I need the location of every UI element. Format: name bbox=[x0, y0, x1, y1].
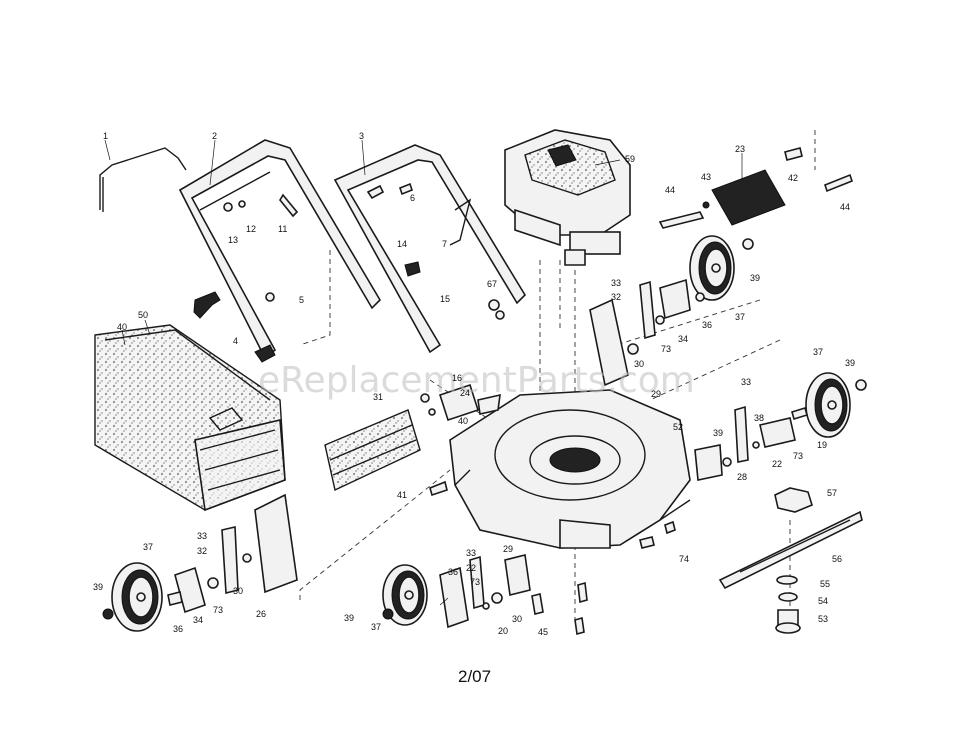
label-59: 59 bbox=[625, 154, 635, 164]
label-36-center: 36 bbox=[448, 567, 458, 577]
label-74: 74 bbox=[679, 554, 689, 564]
label-39-right: 39 bbox=[845, 358, 855, 368]
handle-hardware bbox=[193, 182, 505, 363]
label-31: 31 bbox=[373, 392, 383, 402]
label-4: 4 bbox=[233, 336, 238, 346]
label-32-upper: 32 bbox=[611, 292, 621, 302]
label-37-upper: 37 bbox=[735, 312, 745, 322]
label-36-left: 36 bbox=[173, 624, 183, 634]
label-19: 19 bbox=[817, 440, 827, 450]
wheel-top-right bbox=[689, 235, 735, 301]
label-34-upper: 34 bbox=[678, 334, 688, 344]
label-1: 1 bbox=[103, 131, 108, 141]
label-44-left: 44 bbox=[665, 185, 675, 195]
label-40: 40 bbox=[117, 322, 127, 332]
label-34-left: 34 bbox=[193, 615, 203, 625]
label-45: 45 bbox=[538, 627, 548, 637]
label-3: 3 bbox=[359, 131, 364, 141]
label-30-upper: 30 bbox=[634, 359, 644, 369]
discharge-chute bbox=[324, 409, 421, 492]
label-39-top: 39 bbox=[750, 273, 760, 283]
wheel-bottom-center bbox=[382, 564, 428, 626]
label-15: 15 bbox=[440, 294, 450, 304]
label-55: 55 bbox=[820, 579, 830, 589]
label-43: 43 bbox=[701, 172, 711, 182]
baffle-23 bbox=[658, 147, 853, 229]
label-33-left: 33 bbox=[197, 531, 207, 541]
callout-leaders bbox=[104, 139, 743, 606]
label-39-center: 39 bbox=[344, 613, 354, 623]
label-33-upper: 33 bbox=[611, 278, 621, 288]
label-32-left: 32 bbox=[197, 546, 207, 556]
label-56: 56 bbox=[832, 554, 842, 564]
label-36-upper: 36 bbox=[702, 320, 712, 330]
blade-assembly bbox=[718, 487, 863, 634]
label-30-left: 30 bbox=[233, 586, 243, 596]
lower-handle bbox=[333, 144, 527, 354]
label-73-left: 73 bbox=[213, 605, 223, 615]
label-6: 6 bbox=[410, 193, 415, 203]
label-37-right: 37 bbox=[813, 347, 823, 357]
label-5: 5 bbox=[299, 295, 304, 305]
label-30-lower: 30 bbox=[512, 614, 522, 624]
label-13: 13 bbox=[228, 235, 238, 245]
label-42: 42 bbox=[788, 173, 798, 183]
revision-date: 2/07 bbox=[458, 667, 492, 686]
label-28: 28 bbox=[737, 472, 747, 482]
engine bbox=[504, 129, 631, 266]
label-54: 54 bbox=[818, 596, 828, 606]
label-40-b: 40 bbox=[458, 416, 468, 426]
label-14: 14 bbox=[397, 239, 407, 249]
label-33-right: 33 bbox=[741, 377, 751, 387]
label-20: 20 bbox=[498, 626, 508, 636]
handle-rod bbox=[99, 147, 187, 212]
label-29-upper: 29 bbox=[651, 389, 661, 399]
label-37-left: 37 bbox=[143, 542, 153, 552]
label-29-lower: 29 bbox=[503, 544, 513, 554]
wheel-bottom-left bbox=[111, 562, 163, 632]
label-2: 2 bbox=[212, 131, 217, 141]
part-labels: 1 2 3 4 5 6 7 11 12 13 14 15 16 19 20 22… bbox=[93, 131, 855, 637]
watermark: eReplacementParts.com bbox=[258, 360, 695, 401]
label-26: 26 bbox=[256, 609, 266, 619]
label-22-center: 22 bbox=[466, 563, 476, 573]
label-11: 11 bbox=[278, 224, 287, 234]
label-44-right: 44 bbox=[840, 202, 850, 212]
label-12: 12 bbox=[246, 224, 256, 234]
fasteners bbox=[102, 238, 867, 636]
label-23: 23 bbox=[735, 144, 745, 154]
mower-deck bbox=[449, 389, 691, 549]
label-16: 16 bbox=[452, 373, 462, 383]
label-39-left: 39 bbox=[93, 582, 103, 592]
label-41: 41 bbox=[397, 490, 407, 500]
label-38: 38 bbox=[754, 413, 764, 423]
label-37-center: 37 bbox=[371, 622, 381, 632]
label-73-upper: 73 bbox=[661, 344, 671, 354]
label-67: 67 bbox=[487, 279, 497, 289]
label-73-right: 73 bbox=[793, 451, 803, 461]
label-73-center: 73 bbox=[470, 577, 480, 587]
label-52: 52 bbox=[673, 422, 683, 432]
wheel-mid-right bbox=[805, 372, 851, 438]
label-7: 7 bbox=[442, 239, 447, 249]
label-57: 57 bbox=[827, 488, 837, 498]
label-22-right: 22 bbox=[772, 459, 782, 469]
height-adjusters bbox=[174, 278, 796, 629]
label-39-mid: 39 bbox=[713, 428, 723, 438]
label-50: 50 bbox=[138, 310, 148, 320]
label-33-center: 33 bbox=[466, 548, 476, 558]
label-24: 24 bbox=[460, 388, 470, 398]
grass-bag bbox=[94, 324, 286, 512]
label-53: 53 bbox=[818, 614, 828, 624]
